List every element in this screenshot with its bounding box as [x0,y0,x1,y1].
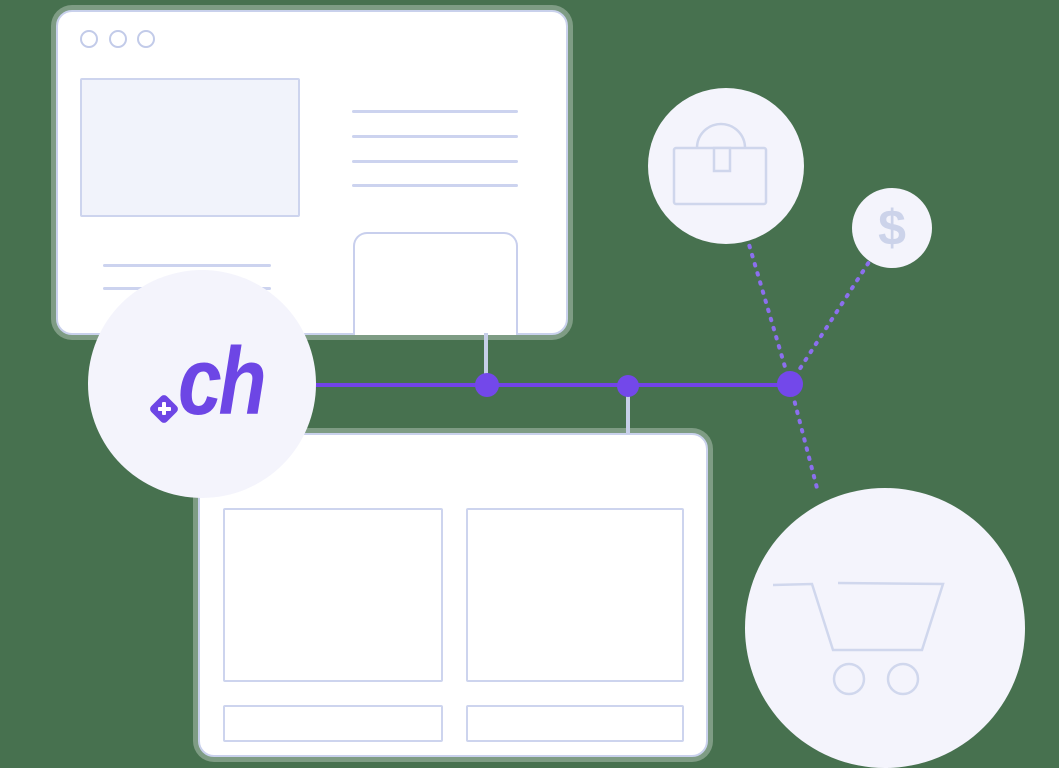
popup-card [353,232,518,335]
junction-node-2 [617,375,639,397]
browser-window-bottom [198,433,708,757]
content-placeholder-left [223,508,443,682]
dotted-line-cart [788,382,820,494]
text-line [103,264,271,267]
cart-badge [745,488,1025,768]
text-line [352,160,518,163]
window-dot-icon [137,30,155,48]
swiss-cross-bar [162,402,166,415]
hub-node [777,371,803,397]
dotted-line-briefcase [746,239,792,386]
dollar-icon: $ [878,200,906,256]
junction-node-1 [475,373,499,397]
browser-window-top [56,10,568,335]
briefcase-icon [672,122,768,206]
text-line [352,184,518,187]
text-line [352,110,518,113]
dotted-line-price [788,260,871,386]
image-placeholder [80,78,300,217]
shopping-cart-icon [772,581,945,696]
domain-logo-text: ch [178,328,267,435]
text-line [352,135,518,138]
briefcase-badge [648,88,804,244]
window-dot-icon [109,30,127,48]
price-badge: $ [852,188,932,268]
footer-bar-right [466,705,684,742]
domain-logo-badge: ch [88,270,316,498]
window-dot-icon [80,30,98,48]
content-placeholder-right [466,508,684,682]
footer-bar-left [223,705,443,742]
